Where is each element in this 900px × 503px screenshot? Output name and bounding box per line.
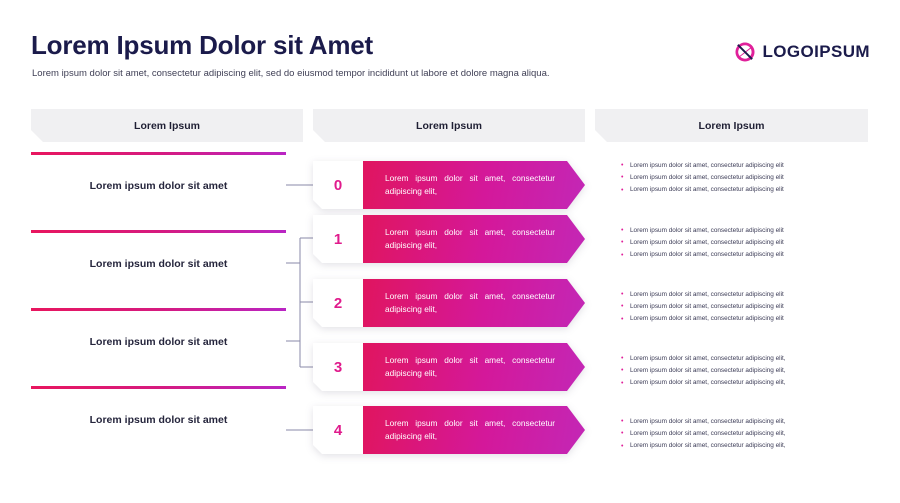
step-text-2: Lorem ipsum dolor sit amet, consectetur … [385,290,555,314]
list-item: Lorem ipsum dolor sit amet, consectetur … [621,237,854,249]
step-row-3[interactable]: 3 Lorem ipsum dolor sit amet, consectetu… [313,343,585,391]
step-number-box-1: 1 [313,215,363,263]
list-item: Lorem ipsum dolor sit amet, consectetur … [621,353,854,365]
list-item: Lorem ipsum dolor sit amet, consectetur … [621,416,854,428]
step-number-2: 2 [333,294,343,312]
step-number-box-0: 0 [313,161,363,209]
detail-card-1[interactable]: Lorem ipsum dolor sit amet, consectetur … [595,215,868,271]
step-number-box-3: 3 [313,343,363,391]
left-card-2[interactable]: Lorem ipsum dolor sit amet [31,228,286,298]
list-item: Lorem ipsum dolor sit amet, consectetur … [621,160,854,172]
left-card-3-accent-bar [31,308,286,311]
left-card-4-accent-bar [31,386,286,389]
left-card-1-accent-bar [31,152,286,155]
left-card-4[interactable]: Lorem ipsum dolor sit amet [31,384,286,454]
step-text-1: Lorem ipsum dolor sit amet, consectetur … [385,226,555,250]
step-number-0: 0 [333,176,343,194]
page-title: Lorem Ipsum Dolor sit Amet [31,30,373,60]
detail-list-0: Lorem ipsum dolor sit amet, consectetur … [621,160,854,197]
column-header-middle: Lorem Ipsum [313,109,585,142]
column-header-right-label: Lorem Ipsum [698,119,765,132]
detail-list-3: Lorem ipsum dolor sit amet, consectetur … [621,353,854,390]
step-chevron-2: Lorem ipsum dolor sit amet, consectetur … [363,279,585,327]
left-card-1-label: Lorem ipsum dolor sit amet [89,180,228,192]
left-card-2-accent-bar [31,230,286,233]
step-chevron-0: Lorem ipsum dolor sit amet, consectetur … [363,161,585,209]
list-item: Lorem ipsum dolor sit amet, consectetur … [621,184,854,196]
step-chevron-3: Lorem ipsum dolor sit amet, consectetur … [363,343,585,391]
step-text-4: Lorem ipsum dolor sit amet, consectetur … [385,417,555,441]
step-text-3: Lorem ipsum dolor sit amet, consectetur … [385,354,555,378]
left-card-2-label: Lorem ipsum dolor sit amet [89,258,228,270]
list-item: Lorem ipsum dolor sit amet, consectetur … [621,225,854,237]
list-item: Lorem ipsum dolor sit amet, consectetur … [621,313,854,325]
step-number-box-4: 4 [313,406,363,454]
left-card-4-label: Lorem ipsum dolor sit amet [89,414,228,426]
detail-card-2[interactable]: Lorem ipsum dolor sit amet, consectetur … [595,279,868,335]
step-chevron-4: Lorem ipsum dolor sit amet, consectetur … [363,406,585,454]
column-header-left-label: Lorem Ipsum [134,119,200,132]
detail-card-3[interactable]: Lorem ipsum dolor sit amet, consectetur … [595,343,868,399]
step-number-box-2: 2 [313,279,363,327]
list-item: Lorem ipsum dolor sit amet, consectetur … [621,440,854,452]
list-item: Lorem ipsum dolor sit amet, consectetur … [621,365,854,377]
brand-logo: LOGOIPSUM [734,41,871,63]
list-item: Lorem ipsum dolor sit amet, consectetur … [621,377,854,389]
detail-card-0[interactable]: Lorem ipsum dolor sit amet, consectetur … [595,150,868,206]
step-number-1: 1 [333,230,343,248]
left-card-1[interactable]: Lorem ipsum dolor sit amet [31,150,286,220]
list-item: Lorem ipsum dolor sit amet, consectetur … [621,289,854,301]
step-number-4: 4 [333,421,343,439]
detail-list-1: Lorem ipsum dolor sit amet, consectetur … [621,225,854,262]
step-row-1[interactable]: 1 Lorem ipsum dolor sit amet, consectetu… [313,215,585,263]
step-row-2[interactable]: 2 Lorem ipsum dolor sit amet, consectetu… [313,279,585,327]
left-card-3[interactable]: Lorem ipsum dolor sit amet [31,306,286,376]
list-item: Lorem ipsum dolor sit amet, consectetur … [621,172,854,184]
list-item: Lorem ipsum dolor sit amet, consectetur … [621,301,854,313]
page-subtitle: Lorem ipsum dolor sit amet, consectetur … [32,68,550,79]
detail-list-2: Lorem ipsum dolor sit amet, consectetur … [621,289,854,326]
step-chevron-1: Lorem ipsum dolor sit amet, consectetur … [363,215,585,263]
step-row-0[interactable]: 0 Lorem ipsum dolor sit amet, consectetu… [313,161,585,209]
list-item: Lorem ipsum dolor sit amet, consectetur … [621,249,854,261]
left-card-3-label: Lorem ipsum dolor sit amet [89,336,228,348]
step-row-4[interactable]: 4 Lorem ipsum dolor sit amet, consectetu… [313,406,585,454]
column-header-row: Lorem Ipsum Lorem Ipsum Lorem Ipsum [0,109,900,142]
column-header-middle-label: Lorem Ipsum [416,119,482,132]
column-header-right: Lorem Ipsum [595,109,868,142]
list-item: Lorem ipsum dolor sit amet, consectetur … [621,428,854,440]
logo-text: LOGOIPSUM [762,42,870,61]
step-number-3: 3 [333,358,343,376]
step-text-0: Lorem ipsum dolor sit amet, consectetur … [385,172,555,196]
detail-list-4: Lorem ipsum dolor sit amet, consectetur … [621,416,854,453]
column-header-left: Lorem Ipsum [31,109,303,142]
detail-card-4[interactable]: Lorem ipsum dolor sit amet, consectetur … [595,406,868,462]
logoipsum-swirl-icon [734,42,755,62]
